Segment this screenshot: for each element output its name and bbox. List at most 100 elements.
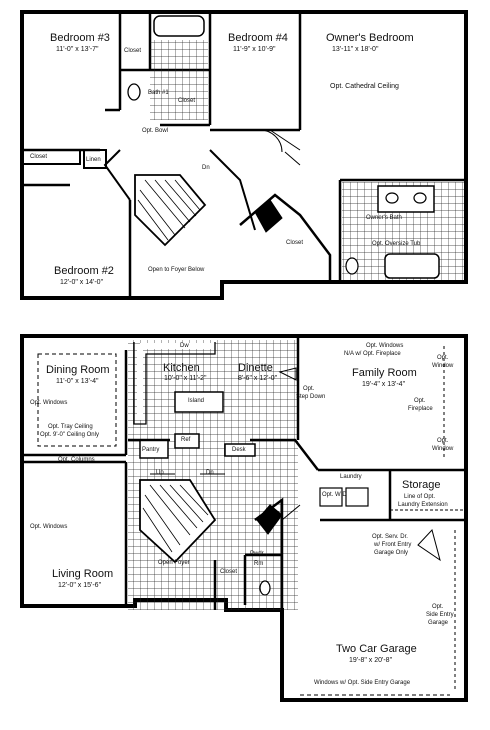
linen-label: Linen xyxy=(86,157,101,163)
family-name: Family Room xyxy=(352,367,417,379)
bath1-tile xyxy=(150,40,208,120)
bedroom4-door-swing xyxy=(259,129,283,153)
owners-bedroom-option: Opt. Cathedral Ceiling xyxy=(330,83,399,90)
linen-closet xyxy=(83,149,107,169)
foyer-solid xyxy=(256,504,283,535)
kitchen-dinette-wall xyxy=(128,438,319,471)
bedroom4-wall xyxy=(210,12,302,132)
opt-fireplace-1: Opt. xyxy=(414,398,426,404)
owners-bedroom-dims: 13'-11" x 18'-0" xyxy=(332,46,379,53)
opt-window-r2-1: Opt. xyxy=(437,438,449,444)
open-foyer-label: Open Foyer xyxy=(158,560,190,566)
laundry-wall xyxy=(318,468,466,522)
upper-floor-plan xyxy=(20,10,468,300)
hall-door-swings xyxy=(269,129,301,166)
garage-note-1: Opt. Serv. Dr. xyxy=(372,534,408,540)
dinette-dims: 8'-6" x 12'-0" xyxy=(238,375,278,382)
up-label: Up xyxy=(156,470,164,476)
closet-owners-label: Closet xyxy=(286,240,304,246)
closet-hall-label: Closet xyxy=(30,154,48,160)
opt-w-d-label: Opt. W D xyxy=(322,492,347,498)
rm-label: Rm xyxy=(254,561,264,567)
open-foyer-below-label: Open to Foyer Below xyxy=(148,267,205,273)
garage-note-3: Garage Only xyxy=(374,550,409,556)
opt-windows-top-1: Opt. Windows xyxy=(366,343,404,349)
dw-label: Dw xyxy=(180,343,189,349)
owners-bath-label: Owner's Bath xyxy=(366,215,402,221)
upper-stair-treads xyxy=(137,179,201,241)
dining-tray xyxy=(37,353,117,447)
closet-main-label: Closet xyxy=(220,569,238,575)
garage-window-note: Windows w/ Opt. Side Entry Garage xyxy=(314,680,411,686)
family-dims: 19'-4" x 13'-4" xyxy=(362,381,406,388)
opt-fireplace-2: Fireplace xyxy=(408,406,433,412)
side-entry-3: Garage xyxy=(428,620,449,626)
owners-toilet xyxy=(345,257,359,275)
garage-note-2: w/ Front Entry xyxy=(374,542,412,548)
opt-step-down-2: Step Down xyxy=(296,394,326,400)
owners-closet-solid xyxy=(254,199,283,233)
pwdr-label: Pwdr xyxy=(250,551,264,557)
opt-window-r1-2: Window xyxy=(432,363,454,369)
dining-dims: 11'-0" x 13'-4" xyxy=(56,378,99,385)
owners-bath-wall xyxy=(338,178,466,282)
hall-angled-wall xyxy=(103,149,256,231)
side-entry-2: Side Entry xyxy=(426,612,454,618)
owners-sink-1 xyxy=(385,192,399,204)
garage-door-swing xyxy=(281,504,301,521)
upper-stair xyxy=(134,174,207,247)
dining-name: Dining Room xyxy=(46,364,110,376)
bedroom3-name: Bedroom #3 xyxy=(50,32,110,44)
kitchen-counter xyxy=(137,343,215,420)
opt-bowl-label: Opt. Bowl xyxy=(142,128,169,134)
opt-window-r1-1: Opt. xyxy=(437,355,449,361)
main-stair xyxy=(139,479,217,564)
living-opt-windows: Opt. Windows xyxy=(30,524,68,530)
bedroom3-dims: 11'-0" x 13'-7" xyxy=(56,46,99,53)
owners-closet-wall xyxy=(239,193,332,282)
dn-main-label: Dn xyxy=(206,470,214,476)
bedroom4-name: Bedroom #4 xyxy=(228,32,288,44)
dining-opt-windows: Opt. Windows xyxy=(30,400,68,406)
garage-serv-door xyxy=(417,528,441,562)
ref-box xyxy=(174,433,200,449)
laundry-washer xyxy=(319,487,343,507)
owners-sink-2 xyxy=(413,192,427,204)
pwdr-toilet xyxy=(259,580,271,596)
garage-dims: 19'-8" x 20'-8" xyxy=(349,657,393,664)
closet-b-label: Closet xyxy=(178,98,196,104)
opt-oversize-tub-label: Opt. Oversize Tub xyxy=(372,241,421,247)
owners-bath-vanity xyxy=(377,185,435,213)
dining-wall xyxy=(22,350,128,457)
living-dims: 12'-0" x 15'-6" xyxy=(58,582,102,589)
bedroom2-name: Bedroom #2 xyxy=(54,265,114,277)
opt-step-down-1: Opt. xyxy=(303,386,315,392)
living-wall xyxy=(22,460,128,606)
hall-closet xyxy=(21,149,81,165)
laundry-label: Laundry xyxy=(340,474,362,480)
ref-label: Ref xyxy=(181,437,191,443)
upper-outer-wall xyxy=(20,10,468,300)
kitchen-dims: 10'-0" x 11'-2" xyxy=(164,375,207,382)
opt-window-r2-2: Window xyxy=(432,446,454,452)
bedroom4-dims: 11'-9" x 10'-9" xyxy=(233,46,276,53)
opt-windows-top-2: N/A w/ Opt. Fireplace xyxy=(344,351,401,357)
opt-columns-label: Opt. Columns xyxy=(58,457,95,463)
kitchen-tile xyxy=(128,340,298,610)
bath1-label: Bath #1 xyxy=(148,90,169,96)
main-stair-treads xyxy=(142,484,209,553)
bath1-tub xyxy=(153,15,205,37)
garage-name: Two Car Garage xyxy=(336,643,417,655)
storage-name: Storage xyxy=(402,479,441,491)
closet-a-label: Closet xyxy=(124,48,142,54)
step-down-line xyxy=(278,367,297,381)
desk-label: Desk xyxy=(232,447,246,453)
kitchen-counter-outline xyxy=(133,342,216,425)
island-label: Island xyxy=(188,398,205,404)
kitchen-island xyxy=(174,391,224,413)
bedroom2-wall xyxy=(22,183,132,298)
pantry-label: Pantry xyxy=(142,447,160,453)
foyer-wall xyxy=(213,553,282,610)
living-name: Living Room xyxy=(52,568,114,580)
